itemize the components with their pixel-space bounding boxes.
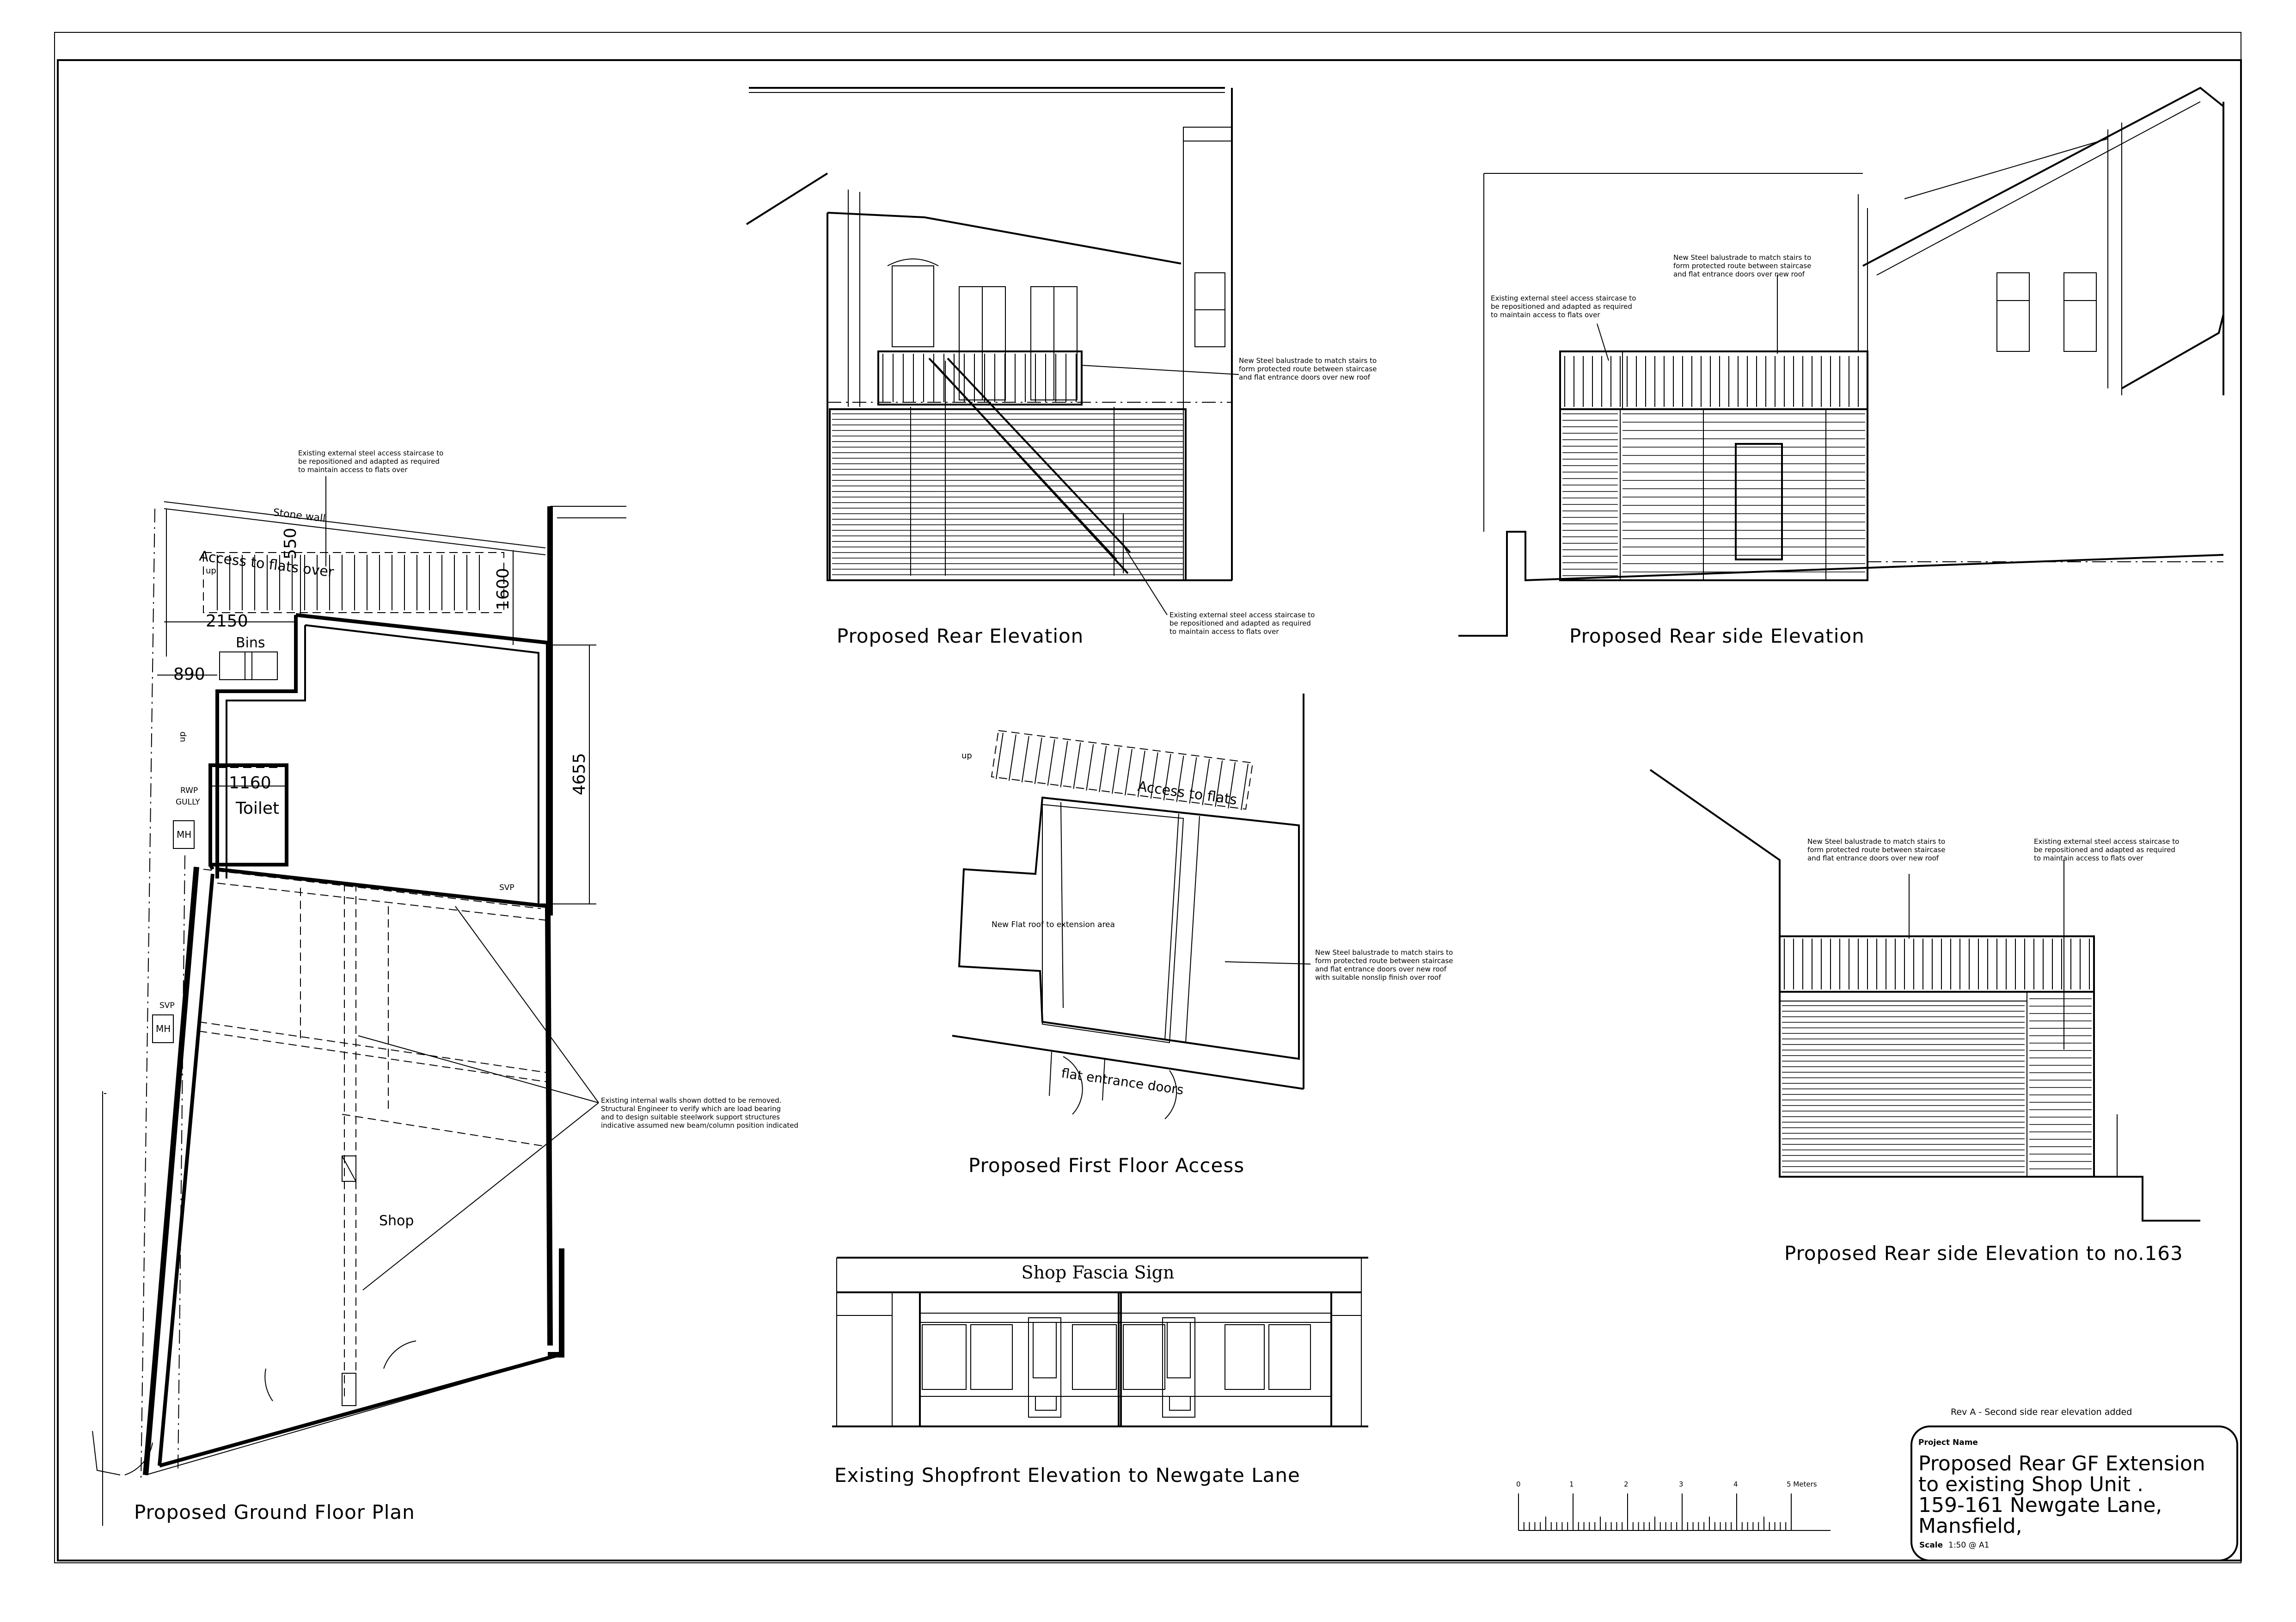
re-stair-note: Existing external steel access staircase…: [1169, 611, 1317, 636]
gf-svp-label-2: SVP: [159, 1001, 175, 1010]
dim-1600: 1600: [494, 568, 513, 610]
scale-tick-2: 2: [1624, 1480, 1629, 1488]
gf-mh-label-2: MH: [156, 1023, 171, 1034]
r163-stair-note: Existing external steel access staircase…: [2034, 837, 2181, 862]
ff-doors-label: flat entrance doors: [1060, 1065, 1185, 1098]
scale-tick-3: 3: [1679, 1480, 1684, 1488]
first-floor-access: up Access to flats New Flat roof to exte…: [952, 694, 1455, 1177]
ff-balustrade-note: New Steel balustrade to match stairs to …: [1315, 948, 1455, 982]
shopfront-elevation: Shop Fascia Sign Existing Shopfront Elev…: [832, 1257, 1368, 1487]
ff-access-label: Access to flats: [1137, 778, 1238, 808]
r163-balustrade-note: New Steel balustrade to match stairs to …: [1807, 837, 1947, 862]
rear-side-elevation: Existing external steel access staircase…: [1458, 86, 2224, 647]
tb-scale-value: 1:50 @ A1: [1948, 1541, 1989, 1550]
drawing-frame: [57, 59, 2242, 1561]
rear-elevation: New Steel balustrade to match stairs to …: [746, 87, 1379, 647]
scale-tick-5: 5 Meters: [1787, 1480, 1817, 1488]
ff-title: Proposed First Floor Access: [968, 1154, 1244, 1177]
rse-balustrade-note: New Steel balustrade to match stairs to …: [1673, 253, 1813, 278]
re-title: Proposed Rear Elevation: [837, 625, 1084, 647]
dim-4655: 4655: [570, 753, 589, 795]
gf-stone-wall-label: Stone wall: [272, 507, 326, 525]
scale-tick-0: 0: [1516, 1480, 1521, 1488]
tb-line-2: to existing Shop Unit .: [1918, 1473, 2143, 1496]
gf-rwp-label: RWP: [180, 786, 198, 795]
gf-up-label-2: up: [178, 731, 187, 742]
gf-walls-note: Existing internal walls shown dotted to …: [601, 1096, 798, 1130]
ff-flat-roof-label: New Flat roof to extension area: [992, 920, 1115, 929]
scale-bar: 0 1 2 3 4 5 Meters: [1516, 1480, 1831, 1531]
outer-border: [54, 32, 2241, 1563]
scale-tick-1: 1: [1569, 1480, 1574, 1488]
rear-side-elevation-163: New Steel balustrade to match stairs to …: [1649, 769, 2200, 1265]
tb-scale-label: Scale: [1919, 1541, 1943, 1550]
rse-title: Proposed Rear side Elevation: [1569, 625, 1865, 647]
r163-title: Proposed Rear side Elevation to no.163: [1784, 1242, 2183, 1265]
gf-gully-label: GULLY: [176, 798, 200, 807]
gf-title: Proposed Ground Floor Plan: [134, 1501, 415, 1524]
title-block: Project Name Proposed Rear GF Extension …: [1910, 1425, 2238, 1561]
gf-mh-label-1: MH: [177, 829, 191, 840]
shopfront-title: Existing Shopfront Elevation to Newgate …: [834, 1464, 1300, 1487]
gf-up-label: up: [206, 566, 216, 576]
tb-line-4: Mansfield,: [1918, 1514, 2022, 1538]
tb-project-label: Project Name: [1918, 1438, 1978, 1447]
dim-1160: 1160: [229, 774, 271, 793]
gf-svp-label-1: SVP: [499, 883, 514, 892]
dim-890: 890: [173, 665, 205, 684]
ground-floor-plan: Stone wall Access to flats over up up Bi…: [92, 449, 798, 1526]
tb-line-1: Proposed Rear GF Extension: [1918, 1452, 2205, 1475]
scale-tick-4: 4: [1733, 1480, 1738, 1488]
dim-550: 550: [281, 528, 300, 559]
tb-line-3: 159-161 Newgate Lane,: [1918, 1493, 2162, 1517]
gf-stair-note: Existing external steel access staircase…: [298, 449, 446, 474]
shopfront-fascia: Shop Fascia Sign: [1022, 1262, 1175, 1283]
revision-note: Rev A - Second side rear elevation added: [1951, 1407, 2132, 1417]
dim-2150: 2150: [206, 612, 248, 631]
re-balustrade-note: New Steel balustrade to match stairs to …: [1239, 356, 1379, 381]
gf-toilet-label: Toilet: [235, 799, 279, 818]
gf-bins-label: Bins: [236, 635, 265, 651]
rse-stair-note: Existing external steel access staircase…: [1491, 294, 1638, 319]
gf-shop-label: Shop: [379, 1213, 414, 1229]
ff-up-label: up: [961, 751, 972, 761]
